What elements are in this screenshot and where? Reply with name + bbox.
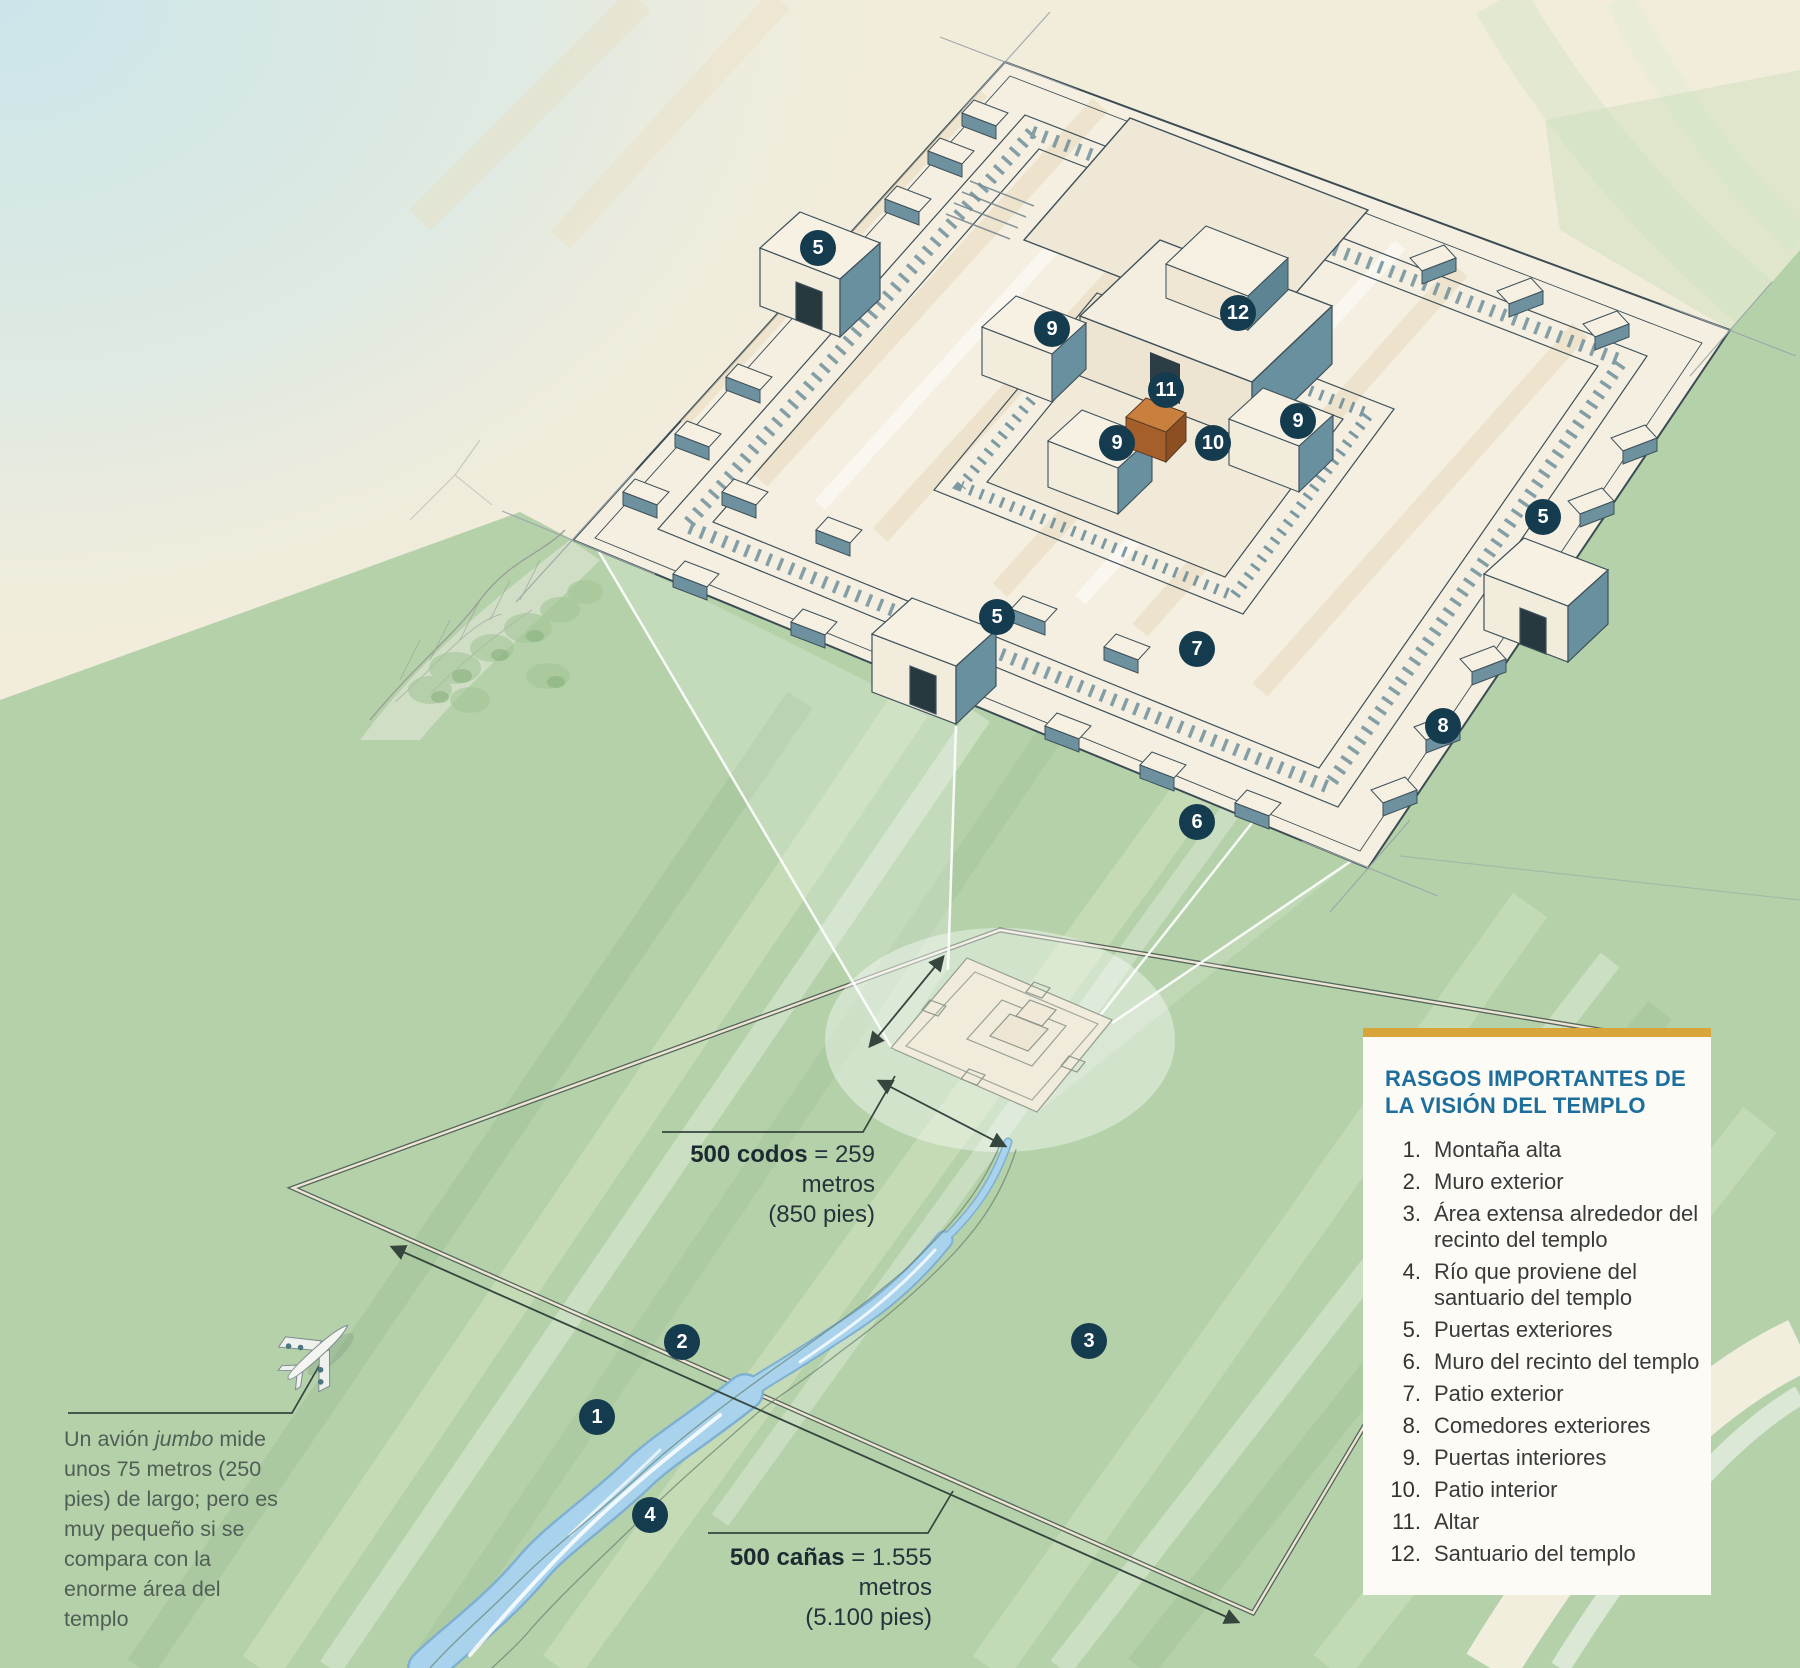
canas-scale-label: 500 cañas = 1.555 metros (5.100 pies) bbox=[678, 1543, 932, 1633]
legend-item-6: 6.Muro del recinto del templo bbox=[1402, 1349, 1700, 1374]
marker-9-inner-gate-c: 9 bbox=[1280, 403, 1316, 439]
legend-item-12: 12.Santuario del templo bbox=[1390, 1541, 1636, 1566]
altar bbox=[1125, 397, 1187, 464]
codos-leader-line bbox=[662, 1075, 896, 1133]
marker-7-outer-court: 7 bbox=[1179, 631, 1215, 667]
marker-9-inner-gate-a: 9 bbox=[1034, 311, 1070, 347]
projection-beams bbox=[593, 544, 1361, 1113]
canas-leader-line bbox=[708, 1490, 954, 1534]
legend-item-8: 8.Comedores exteriores bbox=[1402, 1413, 1651, 1438]
mountain-sketch bbox=[360, 439, 603, 740]
legend-item-7: 7.Patio exterior bbox=[1402, 1381, 1564, 1406]
marker-5-outer-gate-c: 5 bbox=[979, 599, 1015, 635]
marker-1-mountain: 1 bbox=[579, 1399, 615, 1435]
legend-item-2: 2.Muro exterior bbox=[1402, 1169, 1564, 1194]
marker-3-open-area: 3 bbox=[1071, 1323, 1107, 1359]
legend-item-4: 4.Río que proviene del santuario del tem… bbox=[1402, 1259, 1638, 1310]
marker-11-altar: 11 bbox=[1148, 372, 1184, 408]
airplane-note: Un avión jumbo mide unos 75 metros (250 … bbox=[64, 1427, 278, 1631]
legend-list: 1.Montaña alta 2.Muro exterior 3.Área ex… bbox=[1385, 1137, 1703, 1567]
big-temple-complex bbox=[501, 11, 1800, 913]
legend-item-10: 10.Patio interior bbox=[1390, 1477, 1558, 1502]
airplane-icon bbox=[277, 1324, 354, 1393]
small-temple-model bbox=[825, 928, 1175, 1152]
marker-6-temple-wall: 6 bbox=[1179, 804, 1215, 840]
canas-feet: (5.100 pies) bbox=[805, 1604, 932, 1631]
marker-8-dining-rooms: 8 bbox=[1425, 708, 1461, 744]
legend-item-3: 3.Área extensa alrededor del recinto del… bbox=[1402, 1201, 1699, 1252]
marker-5-outer-gate-a: 5 bbox=[800, 230, 836, 266]
legend-item-5: 5.Puertas exteriores bbox=[1402, 1317, 1613, 1342]
codos-scale-label: 500 codos = 259 metros (850 pies) bbox=[645, 1140, 875, 1230]
codos-value: 500 codos bbox=[690, 1141, 808, 1168]
measurement-arrows bbox=[389, 954, 1241, 1624]
legend-title: RASGOS IMPORTANTES DE LA VISIÓN DEL TEMP… bbox=[1385, 1066, 1686, 1118]
marker-2-outer-wall: 2 bbox=[664, 1324, 700, 1360]
legend-item-9: 9.Puertas interiores bbox=[1402, 1445, 1607, 1470]
construction-lines bbox=[501, 11, 1800, 913]
marker-12-sanctuary: 12 bbox=[1220, 295, 1256, 331]
marker-10-inner-court: 10 bbox=[1195, 425, 1231, 461]
codos-feet: (850 pies) bbox=[768, 1201, 875, 1228]
legend-item-11: 11.Altar bbox=[1392, 1509, 1480, 1534]
plane-leader-line bbox=[68, 1358, 324, 1414]
legend-panel: RASGOS IMPORTANTES DE LA VISIÓN DEL TEMP… bbox=[1363, 1028, 1711, 1595]
marker-9-inner-gate-b: 9 bbox=[1099, 425, 1135, 461]
canas-value: 500 cañas bbox=[729, 1544, 845, 1571]
marker-5-outer-gate-b: 5 bbox=[1525, 499, 1561, 535]
callout-leader-lines bbox=[68, 1075, 954, 1534]
marker-4-river: 4 bbox=[632, 1497, 668, 1533]
legend-item-1: 1.Montaña alta bbox=[1402, 1137, 1562, 1162]
